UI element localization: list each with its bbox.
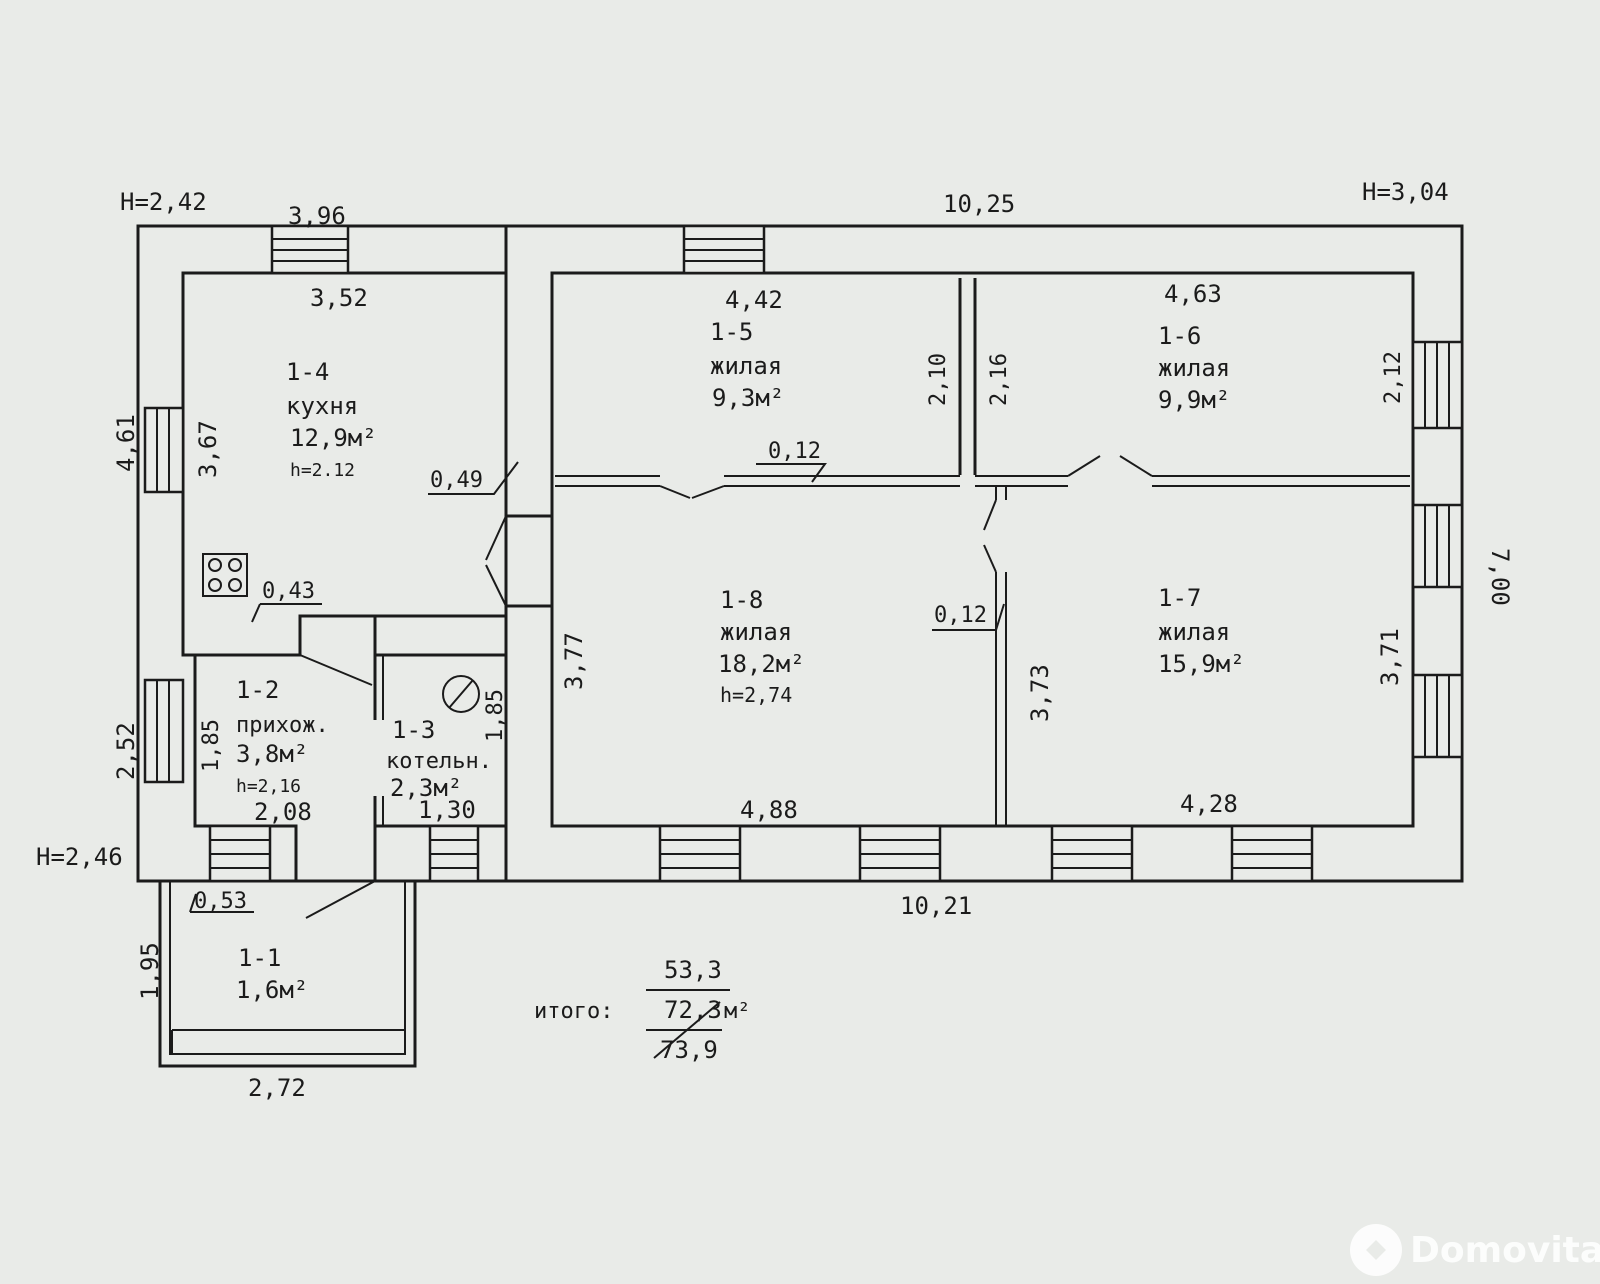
room-1-4: 1-4 кухня 12,9м² h=2.12 — [286, 358, 377, 481]
totals-block: итого: 53,3 72,3 м² 73,9 — [534, 956, 751, 1064]
dim-bottom-overall: 10,21 — [900, 892, 972, 920]
dim-room8-partition: 0,12 — [934, 603, 987, 628]
dim-room7-height-right: 3,71 — [1376, 628, 1404, 686]
dim-right-overall: 7,00 — [1486, 548, 1514, 606]
watermark-text: Domovita — [1410, 1230, 1600, 1271]
window-room5-top — [682, 224, 766, 275]
total-area: 72,3 — [664, 996, 722, 1024]
height-right-top: H=3,04 — [1362, 178, 1449, 206]
doors — [299, 455, 1153, 919]
window-room8-bottom-1 — [658, 824, 742, 883]
room-area: 15,9м² — [1158, 650, 1245, 678]
dim-room6-width: 4,63 — [1164, 280, 1222, 308]
room-id: 1-4 — [286, 358, 329, 386]
dim-porch-bottom: 2,72 — [248, 1074, 306, 1102]
stove-icon — [202, 553, 248, 597]
dim-porch-wall: 0,53 — [194, 889, 247, 914]
room-1-5: 1-5 жилая 9,3м² — [710, 318, 784, 412]
watermark: Domovita — [1350, 1224, 1600, 1276]
window-room7-bottom-1 — [1050, 824, 1134, 883]
dim-porch-left: 1,95 — [136, 942, 164, 1000]
dim-room6-height-left: 2,16 — [987, 353, 1012, 406]
room-area: 18,2м² — [718, 650, 805, 678]
dim-room5-partition: 0,12 — [768, 439, 821, 464]
windows — [143, 224, 1464, 883]
room-height: h=2.12 — [290, 460, 355, 481]
dim-hall-width: 2,08 — [254, 798, 312, 826]
window-room6-right — [1411, 340, 1464, 430]
room-1-6: 1-6 жилая 9,9м² — [1158, 322, 1230, 414]
leader-lines — [189, 461, 1005, 913]
room-area: 2,3м² — [390, 774, 462, 802]
room-height: h=2,16 — [236, 776, 301, 797]
room-1-3: 1-3 котельн. 2,3м² — [386, 716, 492, 802]
window-room8-bottom-2 — [858, 824, 942, 883]
room-1-2: 1-2 прихож. 3,8м² h=2,16 — [236, 676, 329, 797]
window-kitchen-left — [143, 406, 185, 494]
room-1-8: 1-8 жилая 18,2м² h=2,74 — [718, 586, 805, 707]
room-id: 1-3 — [392, 716, 435, 744]
room-1-1: 1-1 1,6м² — [236, 944, 308, 1004]
height-left-bottom: H=2,46 — [36, 843, 123, 871]
room-area: 1,6м² — [236, 976, 308, 1004]
room-name: прихож. — [236, 713, 329, 738]
room-name: жилая — [710, 352, 782, 380]
dim-kitchen-partition: 0,43 — [262, 579, 315, 604]
room-id: 1-6 — [1158, 322, 1201, 350]
room-id: 1-7 — [1158, 584, 1201, 612]
dim-kitchen-wall: 0,49 — [430, 468, 483, 493]
window-room7-right-2 — [1411, 673, 1464, 759]
dim-boiler-height: 1,85 — [483, 689, 508, 742]
totals-label: итого: — [534, 999, 613, 1024]
window-kitchen-top — [270, 224, 350, 275]
dim-top-overall: 10,25 — [943, 190, 1015, 218]
dim-left-upper-outer: 4,61 — [112, 414, 140, 472]
total-unit: м² — [724, 999, 751, 1024]
height-left-top: H=2,42 — [120, 188, 207, 216]
walls — [136, 224, 1464, 1068]
window-hall-bottom — [208, 824, 272, 883]
room-name: кухня — [286, 392, 358, 420]
dim-room7-width: 4,28 — [1180, 790, 1238, 818]
total-overall: 73,9 — [660, 1036, 718, 1064]
boiler-icon — [442, 675, 480, 713]
total-living: 53,3 — [664, 956, 722, 984]
dim-boiler-width: 1,30 — [418, 796, 476, 824]
dim-room5-width: 4,42 — [725, 286, 783, 314]
room-name: жилая — [720, 618, 792, 646]
dim-left-lower-outer: 2,52 — [112, 722, 140, 780]
room-area: 9,3м² — [712, 384, 784, 412]
dim-top-outer-left: 3,96 — [288, 202, 346, 230]
dim-kitchen-height: 3,67 — [194, 420, 222, 478]
room-area: 9,9м² — [1158, 386, 1230, 414]
dim-room8-width: 4,88 — [740, 796, 798, 824]
dim-hall-height: 1,85 — [199, 719, 224, 772]
dim-room8-height: 3,77 — [560, 632, 588, 690]
room-name: жилая — [1158, 354, 1230, 382]
window-room7-right-1 — [1411, 503, 1464, 589]
room-id: 1-2 — [236, 676, 279, 704]
dim-room6-height-right: 2,12 — [1381, 351, 1406, 404]
window-hall-left — [143, 678, 185, 784]
window-boiler-bottom — [428, 824, 480, 883]
room-area: 12,9м² — [290, 424, 377, 452]
window-room7-bottom-2 — [1230, 824, 1314, 883]
dim-room7-height-left: 3,73 — [1026, 664, 1054, 722]
dim-room5-height: 2,10 — [926, 353, 951, 406]
dim-kitchen-width: 3,52 — [310, 284, 368, 312]
room-id: 1-1 — [238, 944, 281, 972]
room-name: котельн. — [386, 749, 492, 774]
room-id: 1-5 — [710, 318, 753, 346]
room-area: 3,8м² — [236, 740, 308, 768]
room-height: h=2,74 — [720, 683, 792, 707]
room-id: 1-8 — [720, 586, 763, 614]
room-name: жилая — [1158, 618, 1230, 646]
room-1-7: 1-7 жилая 15,9м² — [1158, 584, 1245, 678]
